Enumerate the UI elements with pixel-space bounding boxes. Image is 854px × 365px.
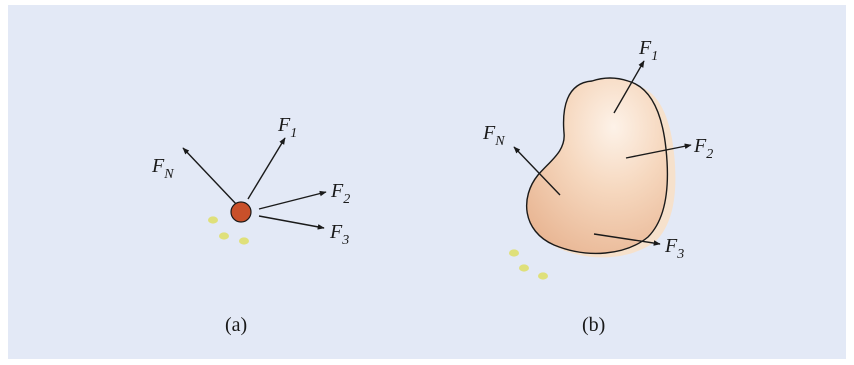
force-subscript: N [494,134,505,149]
label-fn-b: FN [482,122,505,149]
force-symbol: F [277,114,291,136]
trail-dot [239,237,249,244]
label-f3-b: F3 [664,235,684,262]
label-f2-a: F2 [330,180,350,207]
force-symbol: F [151,155,165,177]
figure-panel: FN F1 F2 F3 (a) [8,5,846,359]
panel-b: F1 FN F2 F3 (b) [482,37,713,336]
label-f3-a: F3 [329,221,349,248]
trail-dot [509,249,519,256]
extended-body [527,78,668,253]
label-f1-b: F1 [638,37,658,64]
particle [231,202,251,222]
force-symbol: F [638,37,652,59]
trail-dot [208,216,218,223]
force-symbol: F [693,135,707,157]
caption-a: (a) [225,314,247,336]
trail-dot [219,232,229,239]
force-symbol: F [664,235,678,257]
force-arrow-f1-a [248,138,285,199]
force-subscript: 1 [290,126,297,141]
force-symbol: F [330,180,344,202]
caption-b: (b) [582,314,605,336]
force-arrow-f2-a [259,192,326,209]
motion-trail-b [509,249,548,279]
panel-a: FN F1 F2 F3 (a) [151,114,350,336]
force-subscript: 2 [706,147,713,162]
force-subscript: 2 [343,192,350,207]
label-f1-a: F1 [277,114,297,141]
force-subscript: 3 [676,247,684,262]
force-subscript: 1 [651,49,658,64]
force-symbol: F [482,122,496,144]
label-f2-b: F2 [693,135,713,162]
force-subscript: N [163,167,174,182]
force-arrow-f3-a [259,216,324,228]
free-body-diagrams: FN F1 F2 F3 (a) [8,5,846,359]
trail-dot [538,272,548,279]
force-arrow-fn-a [183,148,237,205]
force-symbol: F [329,221,343,243]
force-subscript: 3 [341,233,349,248]
label-fn-a: FN [151,155,174,182]
trail-dot [519,264,529,271]
